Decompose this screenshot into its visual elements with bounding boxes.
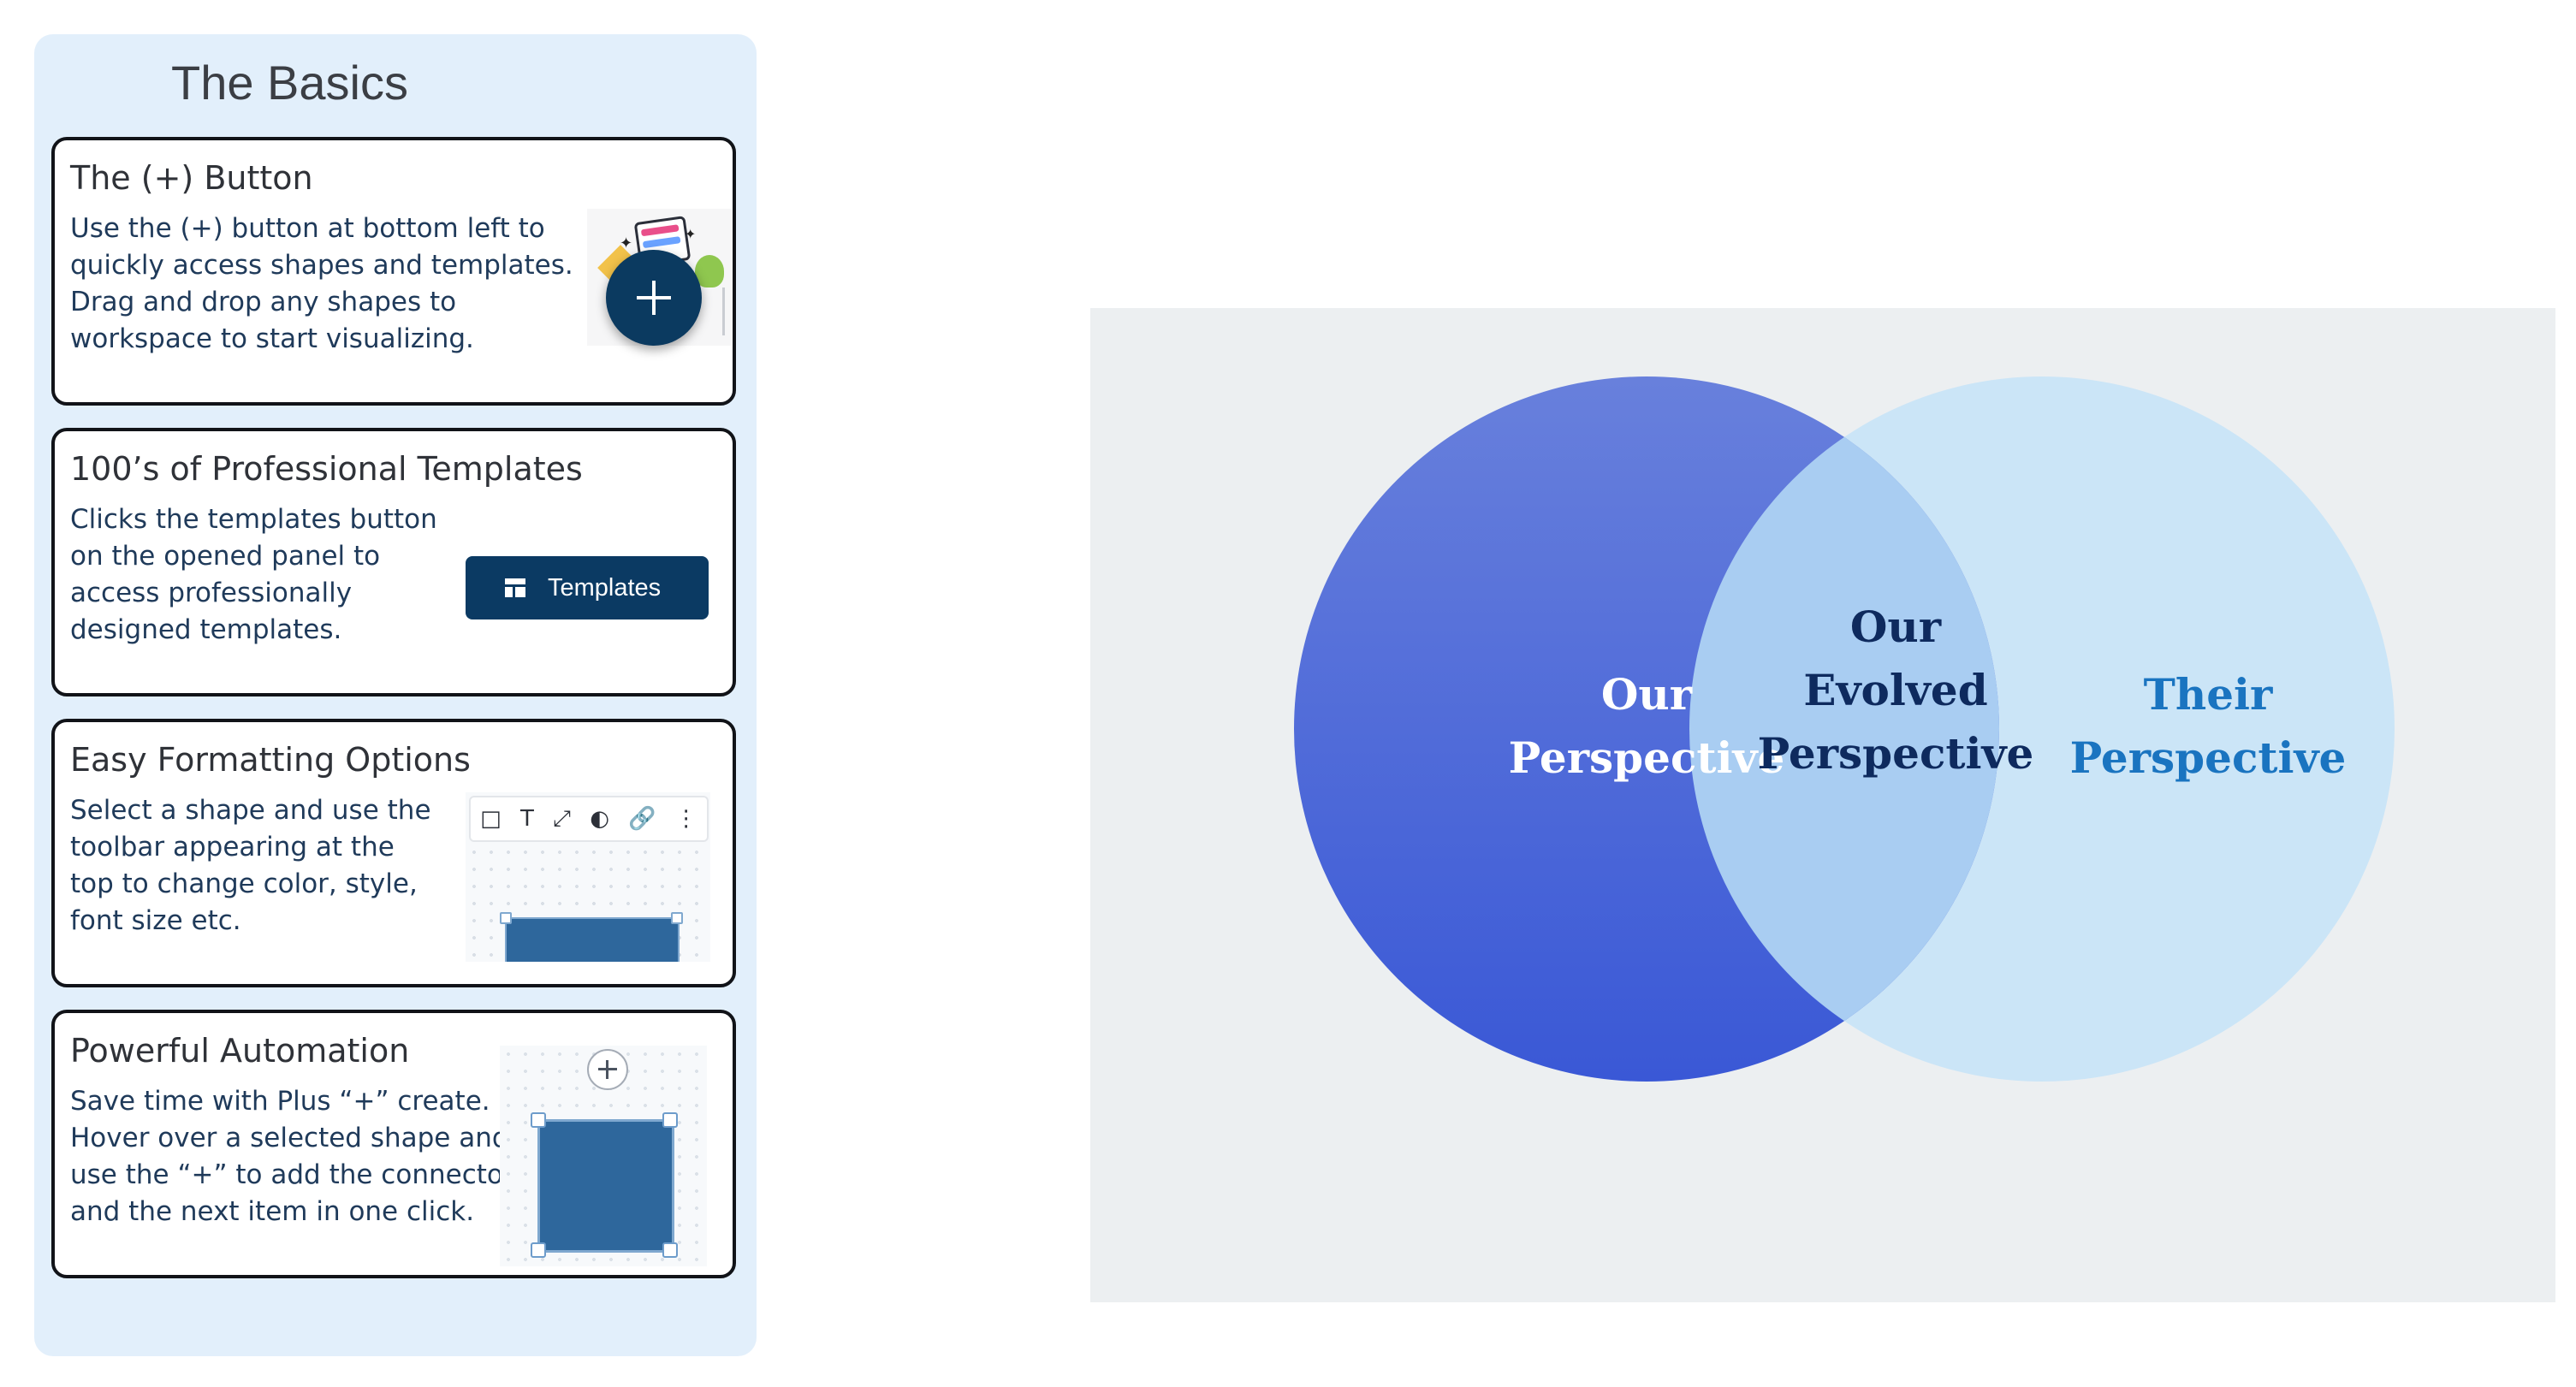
desc-line: use the “+” to add the connector <box>70 1159 514 1190</box>
card-title: Easy Formatting Options <box>70 741 471 779</box>
desc-line: top to change color, style, <box>70 868 418 899</box>
plus-button-illustration: ✦ ✦ <box>587 209 731 346</box>
automation-illustration <box>500 1046 707 1266</box>
venn-label-our-perspective: Our Perspective <box>1398 663 1895 790</box>
card-automation: Powerful Automation Save time with Plus … <box>51 1010 736 1278</box>
templates-icon <box>505 578 525 597</box>
label-line: Their <box>2143 669 2273 720</box>
templates-button[interactable]: Templates <box>466 556 709 619</box>
desc-line: on the opened panel to <box>70 541 381 572</box>
desc-line: Hover over a selected shape and <box>70 1123 509 1153</box>
desc-line: designed templates. <box>70 614 342 645</box>
resize-handle <box>662 1112 678 1128</box>
card-description: Select a shape and use the toolbar appea… <box>70 792 431 939</box>
panel-edge <box>722 287 725 335</box>
resize-handle <box>500 912 512 924</box>
card-title: Powerful Automation <box>70 1032 410 1070</box>
card-formatting: Easy Formatting Options Select a shape a… <box>51 719 736 987</box>
text-icon[interactable]: T <box>519 806 534 832</box>
label-line: Perspective <box>2069 732 2347 783</box>
link-icon[interactable]: 🔗 <box>628 806 656 832</box>
desc-line: access professionally <box>70 578 353 608</box>
sparkle-icon: ✦ <box>620 234 633 252</box>
panel-title: The Basics <box>171 56 408 110</box>
venn-label-our-evolved-perspective: Our Evolved Perspective <box>1724 596 2067 785</box>
desc-line: and the next item in one click. <box>70 1196 475 1227</box>
sparkle-icon: ✦ <box>685 226 697 242</box>
venn-label-their-perspective: Their Perspective <box>2011 663 2405 790</box>
desc-line: workspace to start visualizing. <box>70 323 474 354</box>
templates-button-label: Templates <box>548 573 662 602</box>
card-title: 100’s of Professional Templates <box>70 450 583 488</box>
plus-circle-icon[interactable] <box>606 250 702 346</box>
selected-shape <box>537 1119 674 1253</box>
resize-handle <box>531 1112 546 1128</box>
desc-line: Clicks the templates button <box>70 504 437 535</box>
card-description: Clicks the templates button on the opene… <box>70 501 437 649</box>
diagram-canvas[interactable]: Our Perspective Our Evolved Perspective … <box>1090 308 2555 1302</box>
label-line: Evolved <box>1803 665 1988 715</box>
desc-line: Select a shape and use the <box>70 795 431 826</box>
more-icon[interactable]: ⋮ <box>674 806 697 832</box>
basics-panel: The Basics The (+) Button Use the (+) bu… <box>34 34 757 1356</box>
desc-line: quickly access shapes and templates. <box>70 250 573 281</box>
venn-overlap-evolved-perspective[interactable] <box>1689 376 2395 1082</box>
resize-handle <box>531 1242 546 1258</box>
fill-color-icon[interactable]: ◐ <box>590 806 609 832</box>
formatting-toolbar-illustration: □ T ⤢ ◐ 🔗 ⋮ <box>466 792 710 962</box>
format-toolbar: □ T ⤢ ◐ 🔗 ⋮ <box>469 796 709 842</box>
card-title: The (+) Button <box>70 159 313 197</box>
card-description: Save time with Plus “+” create. Hover ov… <box>70 1083 514 1230</box>
selected-shape <box>505 917 680 962</box>
label-line: Perspective <box>1757 728 2034 779</box>
add-connector-icon[interactable] <box>587 1049 628 1090</box>
leaf-shape-icon <box>695 255 724 287</box>
connector-icon[interactable]: ⤢ <box>553 805 571 832</box>
label-line: Perspective <box>1508 732 1785 783</box>
desc-line: font size etc. <box>70 905 241 936</box>
card-templates: 100’s of Professional Templates Clicks t… <box>51 428 736 696</box>
desc-line: Use the (+) button at bottom left to <box>70 213 545 244</box>
resize-handle <box>671 912 683 924</box>
card-description: Use the (+) button at bottom left to qui… <box>70 210 573 358</box>
desc-line: Save time with Plus “+” create. <box>70 1086 490 1117</box>
label-line: Our <box>1600 669 1693 720</box>
desc-line: Drag and drop any shapes to <box>70 287 457 317</box>
venn-diagram <box>1294 376 2395 1082</box>
resize-handle <box>662 1242 678 1258</box>
desc-line: toolbar appearing at the <box>70 832 395 862</box>
card-plus-button: The (+) Button Use the (+) button at bot… <box>51 137 736 406</box>
shape-icon[interactable]: □ <box>480 806 502 832</box>
label-line: Our <box>1849 602 1942 652</box>
